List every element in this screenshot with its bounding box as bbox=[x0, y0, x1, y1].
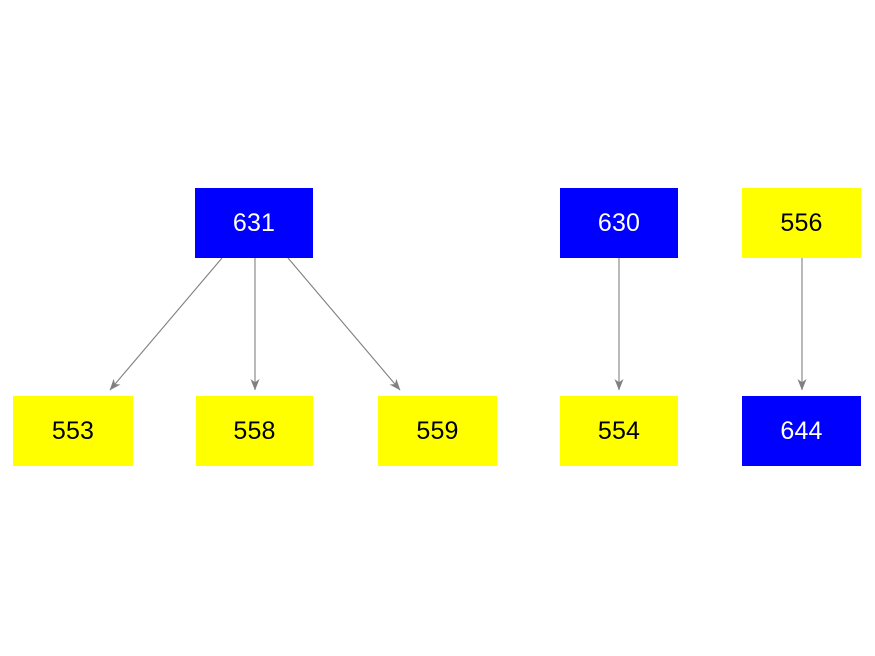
edge-line bbox=[109, 257, 223, 391]
graph-node-554[interactable]: 554 bbox=[560, 396, 678, 466]
edge-631-553 bbox=[109, 257, 223, 391]
graph-node-label: 553 bbox=[51, 416, 95, 445]
graph-node-label: 630 bbox=[597, 208, 641, 237]
graph-node-553[interactable]: 553 bbox=[13, 396, 133, 466]
graph-node-630[interactable]: 630 bbox=[560, 188, 678, 258]
edge-631-559 bbox=[287, 257, 401, 391]
graph-node-label: 631 bbox=[232, 208, 276, 237]
graph-node-556[interactable]: 556 bbox=[742, 188, 861, 258]
graph-node-644[interactable]: 644 bbox=[742, 396, 861, 466]
graph-node-label: 556 bbox=[780, 208, 823, 237]
graph-node-559[interactable]: 559 bbox=[378, 396, 497, 466]
graph-node-label: 644 bbox=[780, 416, 823, 445]
edge-line bbox=[287, 257, 401, 391]
graph-node-label: 554 bbox=[597, 416, 641, 445]
graph-node-631[interactable]: 631 bbox=[195, 188, 313, 258]
graph-node-558[interactable]: 558 bbox=[196, 396, 313, 466]
graph-node-label: 559 bbox=[416, 416, 459, 445]
graph-node-label: 558 bbox=[233, 416, 276, 445]
